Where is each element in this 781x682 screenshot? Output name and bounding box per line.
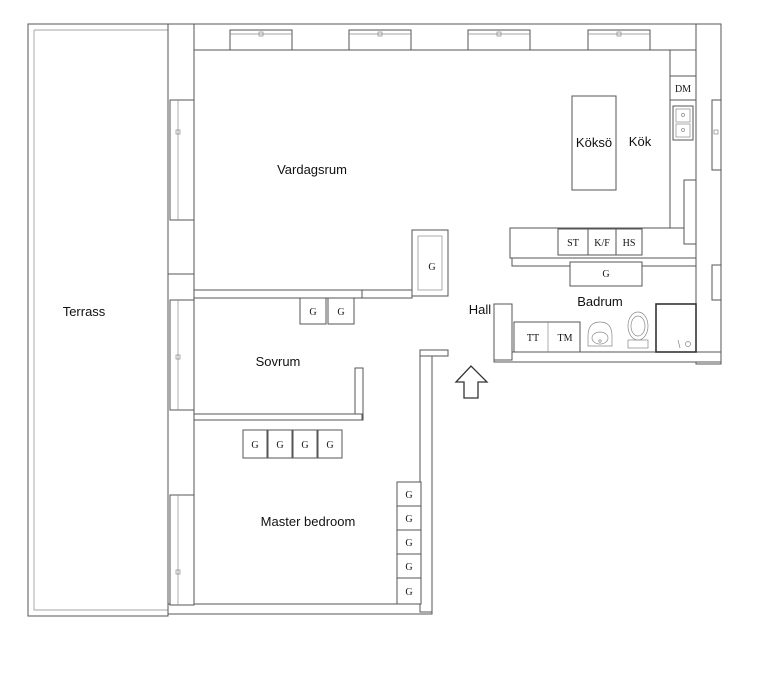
sink-icon xyxy=(672,105,694,141)
kitchen-island: Köksö xyxy=(571,95,617,191)
top-windows xyxy=(229,29,651,51)
living-room-label: Vardagsrum xyxy=(277,162,347,177)
wardrobe-label: G xyxy=(428,262,435,273)
wardrobe-label: G xyxy=(405,490,412,501)
kitchen-label: Kök xyxy=(629,134,652,149)
outer-walls xyxy=(167,23,722,615)
tall-cabinet-label: HS xyxy=(623,238,636,249)
wardrobe-label: G xyxy=(337,307,344,318)
dryer-label: TT xyxy=(527,333,539,344)
wardrobe-label: G xyxy=(251,440,258,451)
wardrobe-label: G xyxy=(405,587,412,598)
kitchen-fixtures: DM ST K/F HS xyxy=(557,75,697,256)
terrace-label: Terrass xyxy=(63,304,106,319)
wardrobe-label: G xyxy=(405,514,412,525)
wardrobe-label: G xyxy=(301,440,308,451)
washbasin-icon xyxy=(587,321,613,347)
wardrobe-label: G xyxy=(276,440,283,451)
washer-label: TM xyxy=(558,333,573,344)
master-bedroom-label: Master bedroom xyxy=(261,514,356,529)
fridge-freezer-label: K/F xyxy=(594,238,610,249)
wardrobe-label: G xyxy=(309,307,316,318)
kitchen-island-label: Köksö xyxy=(576,135,612,150)
stove-label: ST xyxy=(567,238,579,249)
terrace-doors xyxy=(169,99,722,606)
dishwasher-label: DM xyxy=(675,84,691,95)
shower-icon xyxy=(655,303,697,353)
wardrobe-label: G xyxy=(405,562,412,573)
bedroom-label: Sovrum xyxy=(256,354,301,369)
bathroom-label: Badrum xyxy=(577,294,623,309)
entrance-arrow-icon xyxy=(454,365,489,399)
wardrobe-label: G xyxy=(602,269,609,280)
wardrobe-label: G xyxy=(326,440,333,451)
hall-label: Hall xyxy=(469,302,492,317)
terrace xyxy=(27,23,169,617)
bathroom-fixtures: TT TM xyxy=(513,303,697,353)
wardrobe-label: G xyxy=(405,538,412,549)
toilet-icon xyxy=(627,311,649,349)
wardrobes: G G G G G G G G G G G G G xyxy=(242,261,643,605)
